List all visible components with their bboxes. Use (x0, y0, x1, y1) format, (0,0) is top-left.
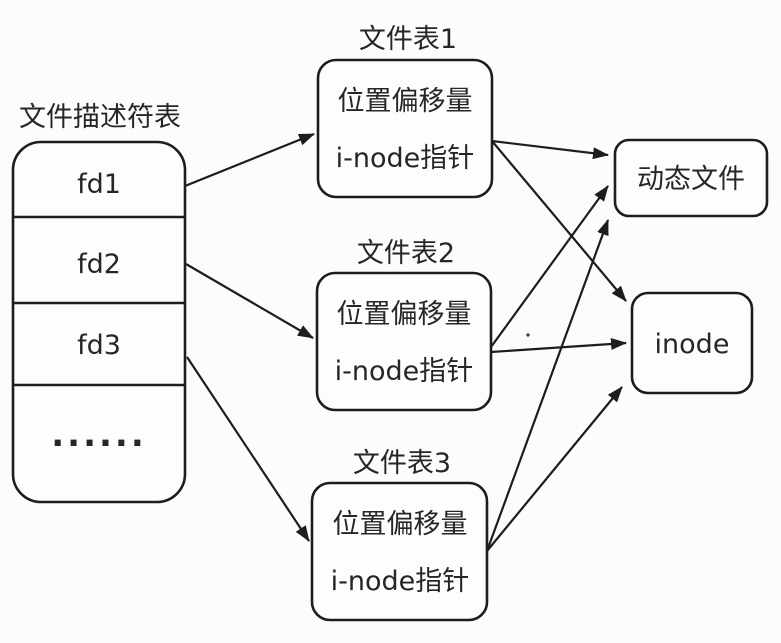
file-table-1-title: 文件表1 (359, 24, 457, 55)
arrow-fd3-to-filetable3 (186, 356, 310, 542)
fd-row-fd3: fd3 (77, 330, 121, 361)
inode: inode (630, 291, 754, 395)
arrow-filetable1-to-dynamicfile (491, 139, 609, 160)
fd-row-fd2: fd2 (77, 249, 121, 280)
inode-label: inode (655, 329, 730, 360)
arrow-fd2-to-filetable2 (185, 263, 314, 339)
ink-speck (526, 333, 530, 337)
fd-table-box (11, 140, 187, 504)
arrow-fd1-to-filetable1 (184, 132, 315, 188)
file-table-2-title: 文件表2 (357, 238, 455, 269)
file-table-1-box (316, 58, 494, 199)
file-table-3-inode-pointer: i-node指针 (331, 566, 470, 597)
file-table-2-inode-pointer: i-node指针 (335, 356, 474, 387)
fd-row-fd1: fd1 (77, 169, 121, 200)
file-table-1: 文件表1 位置偏移量 i-node指针 (316, 24, 494, 199)
inode-box (630, 291, 754, 395)
file-table-3-title: 文件表3 (353, 448, 451, 479)
dynamic-file-box (613, 138, 769, 218)
arrow-filetable2-to-dynamicfile (490, 185, 609, 348)
fd-table-title: 文件描述符表 (19, 102, 181, 133)
dynamic-file-label: 动态文件 (637, 164, 745, 195)
file-table-2-offset: 位置偏移量 (337, 299, 472, 330)
file-table-2: 文件表2 位置偏移量 i-node指针 (315, 238, 493, 412)
arrow-filetable3-to-inode (486, 386, 623, 552)
file-table-3-box (310, 481, 489, 622)
file-table-1-inode-pointer: i-node指针 (336, 143, 475, 174)
file-table-3-offset: 位置偏移量 (333, 509, 468, 540)
arrow-filetable3-to-dynamicfile (485, 219, 610, 552)
file-table-2-box (315, 271, 493, 412)
file-table-1-offset: 位置偏移量 (338, 86, 473, 117)
fd-row-ellipsis: ...... (51, 415, 147, 455)
arrow-filetable2-to-inode (490, 338, 627, 354)
arrow-filetable1-to-inode (491, 140, 627, 302)
dynamic-file: 动态文件 (613, 138, 769, 218)
fd-table: 文件描述符表 fd1 fd2 fd3 ...... (11, 102, 187, 504)
file-table-3: 文件表3 位置偏移量 i-node指针 (310, 448, 489, 622)
